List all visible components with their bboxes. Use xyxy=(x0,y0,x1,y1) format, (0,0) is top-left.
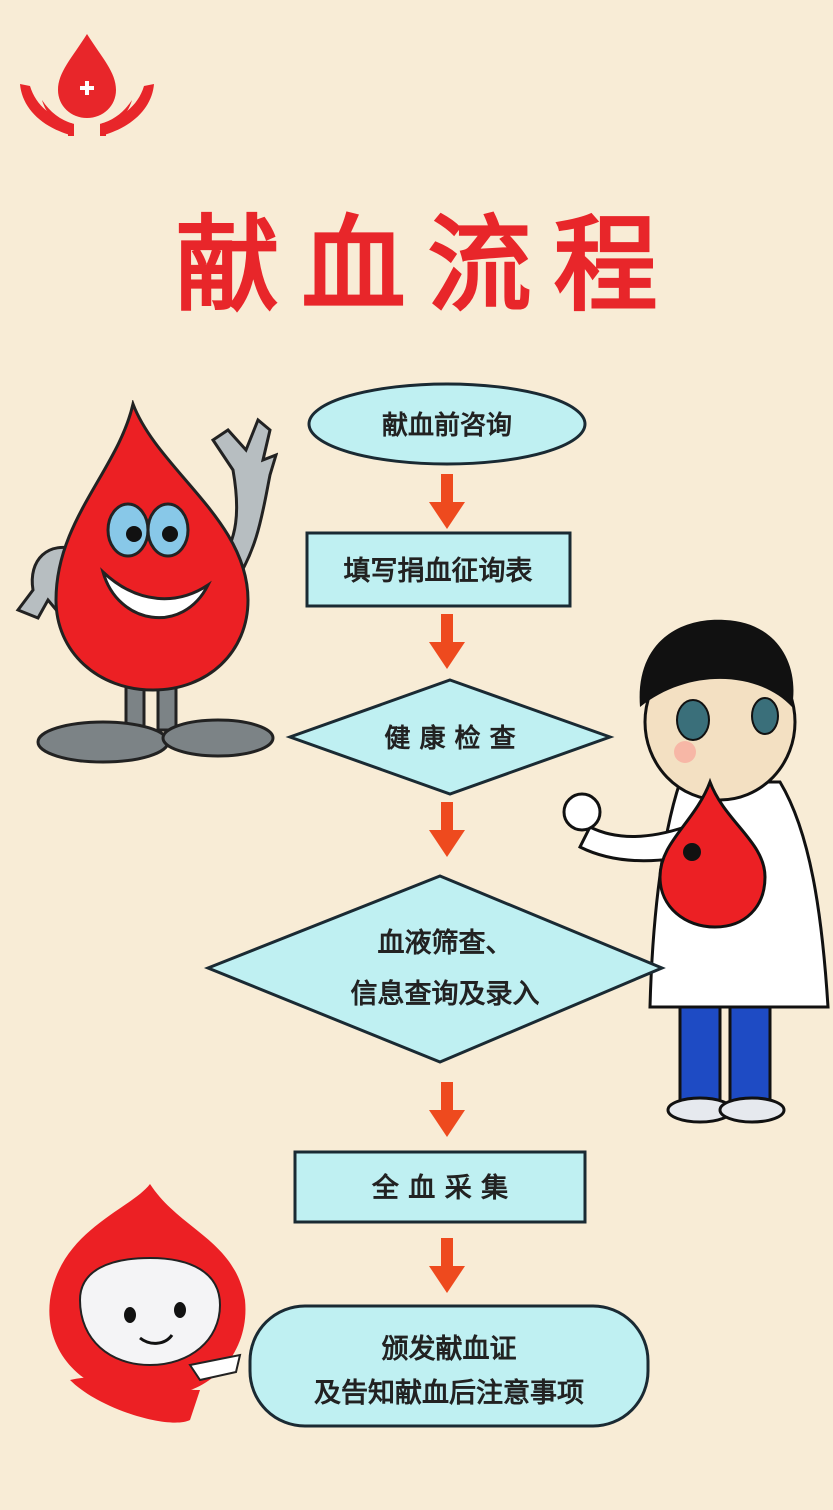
step-health-check-shape xyxy=(285,678,615,796)
step-certificate-shape xyxy=(248,1304,650,1428)
flow-arrow xyxy=(429,1082,465,1137)
page-title: 献血流程 xyxy=(175,204,680,326)
step-screening-label-line1: 血液筛查、 xyxy=(378,927,513,959)
doctor-holding-blood-drop-icon xyxy=(562,619,830,1124)
step-consultation-label: 献血前咨询 xyxy=(382,410,512,441)
flow-arrow xyxy=(429,802,465,857)
step-collection-label: 全 血 采 集 xyxy=(371,1172,509,1204)
step-certificate-label-line2: 及告知献血后注意事项 xyxy=(314,1377,584,1409)
blood-drop-hands-logo-icon xyxy=(20,34,154,136)
step-screening-shape xyxy=(203,874,666,1064)
step-consultation-shape xyxy=(307,382,587,466)
step-health-check-label: 健 康 检 查 xyxy=(384,723,515,754)
waving-blood-drop-mascot-icon xyxy=(15,400,278,764)
flow-arrow xyxy=(429,614,465,669)
step-screening-label-line2: 信息查询及录入 xyxy=(351,978,540,1010)
step-certificate-label-line1: 颁发献血证 xyxy=(382,1333,517,1365)
step-collection-shape xyxy=(293,1150,587,1224)
step-questionnaire-label: 填写捐血征询表 xyxy=(344,556,533,587)
smiling-blood-drop-mascot-icon xyxy=(49,1184,246,1423)
step-questionnaire-shape xyxy=(305,531,572,608)
flow-arrow xyxy=(429,1238,465,1293)
flow-arrow xyxy=(429,474,465,529)
